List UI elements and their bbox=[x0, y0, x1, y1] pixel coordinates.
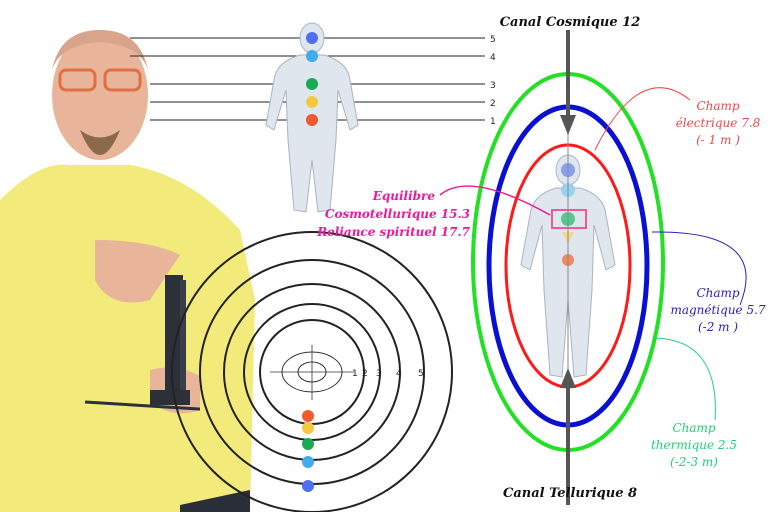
svg-text:Champ: Champ bbox=[696, 286, 739, 300]
target-chakra-dot bbox=[302, 480, 314, 492]
svg-text:Reliance spirituel 17.7: Reliance spirituel 17.7 bbox=[316, 225, 470, 239]
heart-highlight-box bbox=[551, 209, 587, 229]
svg-text:(-2 m ): (-2 m ) bbox=[698, 320, 738, 334]
level-label: 1 bbox=[490, 117, 496, 127]
person-photo bbox=[0, 30, 255, 512]
target-chakra-dot bbox=[302, 410, 314, 422]
chakra-dot bbox=[306, 114, 318, 126]
chakra-dot bbox=[306, 50, 318, 62]
ring-label: 5 bbox=[418, 369, 424, 379]
balance-label: Equilibre Cosmotellurique 15.3 Reliance … bbox=[316, 189, 470, 239]
telluric-channel-label: Canal Tellurique 8 bbox=[503, 486, 637, 501]
ring-label: 3 bbox=[376, 369, 382, 379]
svg-text:Champ: Champ bbox=[696, 99, 739, 113]
ring-label: 4 bbox=[396, 369, 402, 379]
target-chakra-dot bbox=[302, 456, 314, 468]
svg-text:thermique 2.5: thermique 2.5 bbox=[651, 438, 737, 452]
level-label: 4 bbox=[490, 53, 496, 63]
svg-text:Equilibre: Equilibre bbox=[372, 189, 436, 203]
svg-text:électrique 7.8: électrique 7.8 bbox=[676, 116, 761, 130]
chakra-dot bbox=[306, 32, 318, 44]
chakra-level-chart: 1 2 3 4 5 bbox=[130, 22, 496, 213]
target-chakra-dot bbox=[302, 422, 314, 434]
target-ring bbox=[171, 231, 453, 512]
ring-label: 1 bbox=[352, 369, 358, 379]
target-chakra-dot bbox=[302, 438, 314, 450]
cosmic-channel-label: Canal Cosmique 12 bbox=[500, 15, 641, 30]
ring-label: 2 bbox=[362, 369, 368, 379]
chakra-dot bbox=[306, 78, 318, 90]
level-label: 5 bbox=[490, 35, 496, 45]
thermal-field-label: Champ thermique 2.5 (-2-3 m) bbox=[651, 421, 737, 469]
electric-field-label: Champ électrique 7.8 (- 1 m ) bbox=[676, 99, 761, 147]
magnetic-field-label: Champ magnétique 5.7 (-2 m ) bbox=[670, 286, 765, 334]
svg-text:Cosmotellurique 15.3: Cosmotellurique 15.3 bbox=[325, 207, 470, 221]
svg-text:magnétique 5.7: magnétique 5.7 bbox=[670, 303, 765, 317]
level-label: 2 bbox=[490, 99, 496, 109]
aura-fields bbox=[439, 30, 747, 505]
svg-text:(-2-3 m): (-2-3 m) bbox=[670, 455, 718, 469]
level-label: 3 bbox=[490, 81, 496, 91]
chakra-dot bbox=[306, 96, 318, 108]
svg-text:Champ: Champ bbox=[672, 421, 715, 435]
svg-text:(- 1 m ): (- 1 m ) bbox=[696, 133, 740, 147]
